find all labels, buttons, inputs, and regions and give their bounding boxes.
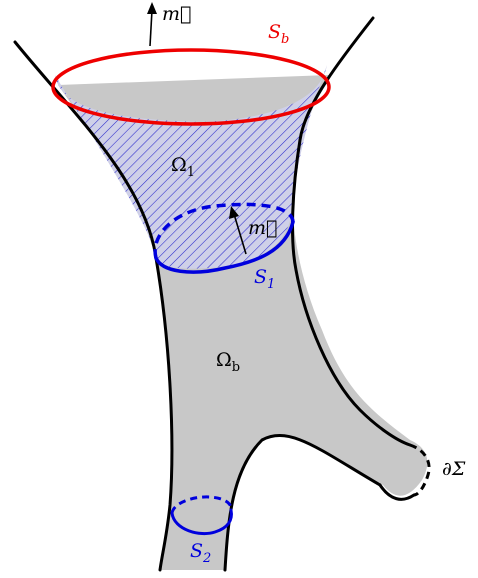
normal-vector-inner-arrow — [233, 213, 247, 255]
omega-1-label: Ω1 — [171, 154, 195, 180]
vector-top-label: m⃗ — [162, 3, 191, 25]
omega-b-label: Ωb — [216, 349, 240, 375]
vector-inner-label: m⃗ — [248, 217, 277, 239]
s-1-front-curve — [154, 220, 295, 274]
right-boundary-curve — [291, 16, 412, 447]
omega-1-region — [55, 65, 327, 269]
side-arm-cap-curve — [378, 483, 416, 501]
s-1-back-curve — [153, 202, 295, 259]
s-b-curve — [51, 48, 331, 126]
normal-vector-inner-arrowhead — [229, 206, 239, 219]
normal-vector-top-arrow — [149, 9, 153, 47]
s-2-label: S2 — [190, 540, 211, 566]
boundary-dashed-curve — [409, 443, 431, 497]
normal-vector-top-arrowhead — [147, 2, 157, 14]
left-boundary-curve — [13, 40, 174, 572]
s-1-label: S1 — [254, 266, 275, 292]
boundary-label: ∂Σ — [442, 458, 466, 480]
s-2-front-curve — [170, 508, 233, 536]
s-b-label: Sb — [268, 21, 289, 47]
s-2-back-curve — [170, 495, 233, 514]
